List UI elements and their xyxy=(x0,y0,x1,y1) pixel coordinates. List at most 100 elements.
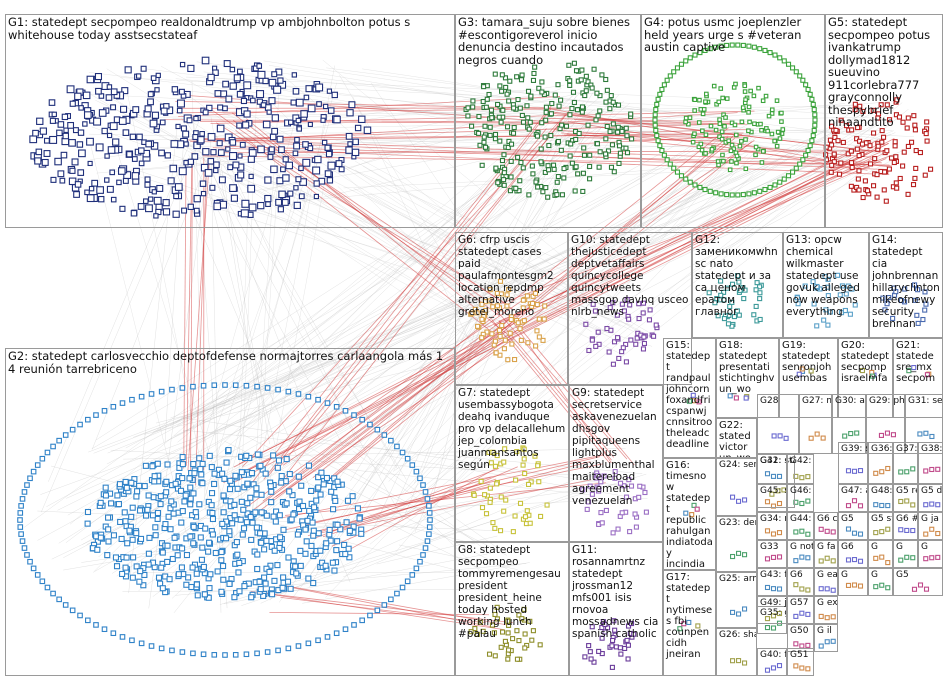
node-g2[interactable] xyxy=(280,526,287,533)
node-g1[interactable] xyxy=(153,196,162,205)
node-g2[interactable] xyxy=(227,498,234,505)
node-g1[interactable] xyxy=(131,156,138,162)
node-g2[interactable] xyxy=(254,451,261,458)
node-g1[interactable] xyxy=(206,104,213,112)
node-g2[interactable] xyxy=(163,478,170,485)
node-g1[interactable] xyxy=(49,117,56,124)
node-g2[interactable] xyxy=(187,501,194,508)
node-g1[interactable] xyxy=(181,207,188,214)
node-g1[interactable] xyxy=(164,152,171,159)
node-g2[interactable] xyxy=(208,490,216,497)
node-g1[interactable] xyxy=(326,177,334,184)
node-g2[interactable] xyxy=(263,512,270,519)
node-g2[interactable] xyxy=(248,469,255,477)
node-g1[interactable] xyxy=(291,72,298,78)
node-g1[interactable] xyxy=(237,153,243,159)
node-g1[interactable] xyxy=(230,194,238,202)
node-g2[interactable] xyxy=(168,498,175,505)
node-g2[interactable] xyxy=(237,516,244,523)
node-g2[interactable] xyxy=(297,562,304,569)
node-g2[interactable] xyxy=(189,564,196,571)
node-g1[interactable] xyxy=(256,90,265,99)
node-g1[interactable] xyxy=(288,119,294,125)
node-g1[interactable] xyxy=(354,124,362,132)
node-g1[interactable] xyxy=(50,176,57,183)
node-g2[interactable] xyxy=(124,540,131,547)
node-g2[interactable] xyxy=(199,544,206,551)
node-g2[interactable] xyxy=(273,508,280,515)
node-g2[interactable] xyxy=(331,475,338,482)
node-g2[interactable] xyxy=(279,584,286,591)
node-g1[interactable] xyxy=(169,164,178,173)
node-g2[interactable] xyxy=(208,502,215,509)
node-g1[interactable] xyxy=(187,158,195,165)
node-g2[interactable] xyxy=(253,491,260,498)
node-g1[interactable] xyxy=(295,176,302,183)
node-g1[interactable] xyxy=(313,180,320,187)
node-g1[interactable] xyxy=(151,189,157,195)
node-g1[interactable] xyxy=(313,193,320,200)
node-g1[interactable] xyxy=(187,203,194,211)
node-g2[interactable] xyxy=(136,578,143,585)
node-g1[interactable] xyxy=(104,153,110,159)
node-g2[interactable] xyxy=(190,540,197,547)
node-g1[interactable] xyxy=(178,88,185,95)
node-g2[interactable] xyxy=(164,542,171,549)
node-g2[interactable] xyxy=(278,472,285,480)
node-g2[interactable] xyxy=(97,499,104,506)
node-g1[interactable] xyxy=(248,203,257,212)
node-g1[interactable] xyxy=(222,80,229,88)
node-g1[interactable] xyxy=(305,85,313,93)
node-g2[interactable] xyxy=(283,500,290,507)
node-g2[interactable] xyxy=(334,538,341,545)
node-g2[interactable] xyxy=(346,527,353,534)
node-g1[interactable] xyxy=(285,161,294,170)
node-g1[interactable] xyxy=(144,181,151,188)
node-g2[interactable] xyxy=(145,561,152,568)
node-g1[interactable] xyxy=(74,181,82,188)
node-g1[interactable] xyxy=(129,133,137,140)
node-g2[interactable] xyxy=(232,472,239,479)
node-g2[interactable] xyxy=(190,523,197,530)
node-g2[interactable] xyxy=(309,519,316,526)
node-g2[interactable] xyxy=(191,470,198,477)
node-g1[interactable] xyxy=(321,139,328,146)
node-g2[interactable] xyxy=(170,510,177,517)
node-g1[interactable] xyxy=(106,84,113,90)
node-g2[interactable] xyxy=(345,545,352,552)
node-g2[interactable] xyxy=(144,506,151,513)
node-g1[interactable] xyxy=(57,121,65,128)
node-g1[interactable] xyxy=(293,142,301,150)
node-g1[interactable] xyxy=(292,88,300,95)
node-g1[interactable] xyxy=(338,166,345,173)
node-g1[interactable] xyxy=(325,150,333,158)
node-g2[interactable] xyxy=(286,488,293,495)
node-g1[interactable] xyxy=(138,160,145,167)
node-g2[interactable] xyxy=(209,515,217,523)
node-g2[interactable] xyxy=(275,457,283,464)
node-g2[interactable] xyxy=(198,556,205,563)
node-g2[interactable] xyxy=(157,501,164,508)
node-g2[interactable] xyxy=(186,475,193,482)
node-g1[interactable] xyxy=(257,201,265,210)
node-g1[interactable] xyxy=(57,170,65,178)
node-g1[interactable] xyxy=(158,149,165,157)
node-g1[interactable] xyxy=(86,137,94,146)
node-g1[interactable] xyxy=(193,115,199,122)
node-g2[interactable] xyxy=(214,568,221,575)
node-g1[interactable] xyxy=(101,127,108,135)
node-g2[interactable] xyxy=(323,540,330,547)
node-g1[interactable] xyxy=(162,208,171,216)
node-g2[interactable] xyxy=(207,571,214,578)
node-g1[interactable] xyxy=(41,158,49,166)
node-g2[interactable] xyxy=(183,581,190,588)
node-g1[interactable] xyxy=(333,115,341,124)
node-g1[interactable] xyxy=(277,77,284,84)
node-g1[interactable] xyxy=(93,117,102,126)
node-g1[interactable] xyxy=(199,131,205,137)
node-g2[interactable] xyxy=(226,580,233,587)
node-g2[interactable] xyxy=(310,527,317,534)
node-g1[interactable] xyxy=(91,179,99,187)
node-g1[interactable] xyxy=(363,126,372,135)
node-g1[interactable] xyxy=(229,139,237,146)
